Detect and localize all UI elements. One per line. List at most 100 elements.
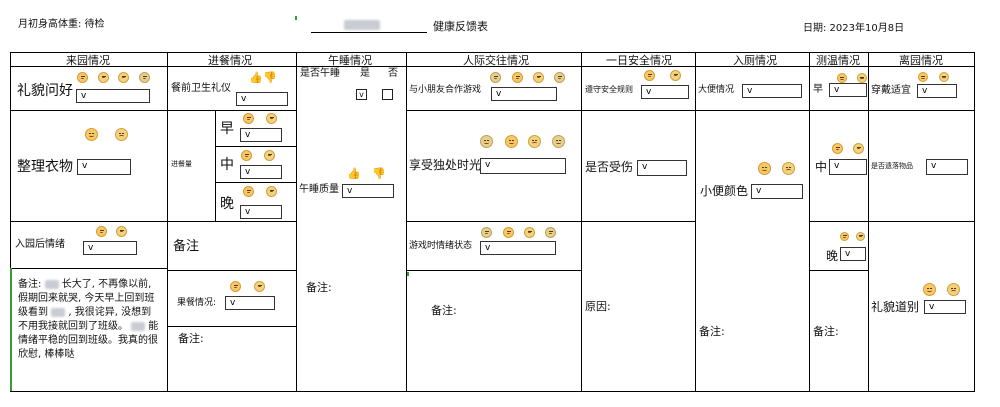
smile-icon <box>230 281 241 292</box>
dinner-label: 晚 <box>220 196 234 212</box>
dinner-select[interactable]: v <box>240 205 282 219</box>
urine-color-label: 小便颜色 <box>700 184 749 198</box>
smile-icon <box>241 150 252 161</box>
nap-no-label: 否 <box>388 68 398 79</box>
smile-icon <box>503 227 514 238</box>
grid-v5 <box>695 52 696 392</box>
smile-icon <box>923 283 936 296</box>
breakfast-select[interactable]: v <box>240 128 282 142</box>
sad-face-icon <box>853 143 864 154</box>
lunch-label: 中 <box>220 157 234 173</box>
mood-label: 入园后情绪 <box>15 239 65 250</box>
belongings-select[interactable]: v <box>926 159 968 175</box>
sad-face-icon <box>115 128 128 141</box>
grid-bottom <box>10 391 974 392</box>
sad-face-icon <box>116 226 127 237</box>
breakfast-label: 早 <box>220 121 234 137</box>
nap-note-label: 备注: <box>306 281 332 294</box>
green-mark <box>295 16 297 20</box>
weight-status: 月初身高体重: 待检 <box>18 19 105 30</box>
grid-v2 <box>296 52 297 392</box>
green-left-bar <box>10 268 12 391</box>
alone-select[interactable]: v <box>480 158 566 174</box>
injury-reason-label: 原因: <box>585 300 611 313</box>
injured-select[interactable]: v <box>637 160 687 176</box>
laugh-face-icon <box>481 227 492 238</box>
belongings-label: 是否遗落物品 <box>871 162 913 170</box>
grid-header-bottom <box>10 66 974 67</box>
game-mood-label: 游戏时情绪状态 <box>409 241 473 251</box>
sad-face-icon <box>947 283 960 296</box>
social-note-label: 备注: <box>431 304 457 317</box>
dress-select[interactable]: v <box>917 84 957 98</box>
temp-morning-select[interactable]: v <box>829 83 867 97</box>
sad-face-icon <box>857 73 867 83</box>
neutral-face-icon <box>98 72 109 83</box>
redacted-name <box>44 279 59 289</box>
smile-icon <box>918 72 928 82</box>
sad-face-icon <box>528 135 541 148</box>
goodbye-label: 礼貌道别 <box>871 300 920 314</box>
injured-label: 是否受伤 <box>585 160 634 174</box>
stool-select[interactable]: v <box>742 84 802 98</box>
tidy-select[interactable]: v <box>77 159 131 175</box>
smile-icon <box>832 143 843 154</box>
grid-v3 <box>406 52 407 392</box>
smile-icon <box>243 113 254 124</box>
temp-evening-select[interactable]: v <box>840 247 866 261</box>
cry-face-icon <box>139 72 150 83</box>
smile-icon <box>505 135 518 148</box>
temp-noon-select[interactable]: v <box>829 159 867 175</box>
game-mood-select[interactable]: v <box>480 241 556 255</box>
sad-face-icon <box>533 72 544 83</box>
smile-icon <box>512 72 523 83</box>
safety-rules-select[interactable]: v <box>641 85 689 99</box>
child-name-redacted <box>344 20 380 30</box>
col-header-nap: 午睡情况 <box>328 54 372 67</box>
temp-evening-label: 晚 <box>826 249 839 263</box>
redacted-name <box>51 307 66 317</box>
cooperate-label: 与小朋友合作游戏 <box>409 85 482 95</box>
stool-label: 大便情况 <box>698 85 735 95</box>
smile-icon <box>840 232 849 241</box>
col-header-safety: 一日安全情况 <box>606 54 672 67</box>
temp-morning-label: 早 <box>813 84 823 95</box>
smile-icon <box>96 226 107 237</box>
politeness-select[interactable]: v <box>76 89 150 103</box>
sad-face-icon <box>939 72 949 82</box>
safety-rules-label: 遵守安全规则 <box>585 85 633 94</box>
tidy-label: 整理衣物 <box>17 159 73 175</box>
lunch-select[interactable]: v <box>240 165 282 179</box>
nap-no-checkbox[interactable] <box>382 89 393 100</box>
nap-question-label: 是否午睡 <box>300 68 340 79</box>
meal-amount-label: 进餐量 <box>171 160 192 168</box>
grid-v4 <box>581 52 582 392</box>
fruit-select[interactable]: v <box>225 296 275 310</box>
green-mark <box>407 272 409 276</box>
smile-icon <box>243 186 254 197</box>
urine-color-select[interactable]: v <box>751 184 803 199</box>
col-header-temp: 测温情况 <box>816 54 860 67</box>
child-name-underline <box>311 32 427 33</box>
nap-yes-checkbox[interactable]: v <box>356 89 367 100</box>
date-label: 日期: 2023年10月8日 <box>803 23 905 34</box>
hygiene-select[interactable]: v <box>236 92 288 106</box>
grid-v7 <box>868 52 869 392</box>
col-header-toilet: 入厕情况 <box>733 54 777 67</box>
alone-label: 享受独处时光 <box>409 158 482 172</box>
cooperate-select[interactable]: v <box>491 87 557 101</box>
toilet-note-label: 备注: <box>699 325 725 338</box>
cry-face-icon <box>545 227 556 238</box>
mood-select[interactable]: v <box>83 241 137 255</box>
goodbye-select[interactable]: v <box>924 300 966 314</box>
fruit-label: 果餐情况: <box>177 298 217 308</box>
smile-icon <box>644 70 655 81</box>
nap-quality-select[interactable]: v <box>342 184 394 198</box>
nap-quality-label: 午睡质量 <box>299 184 339 195</box>
thumbs-down-icon: 👎 <box>263 71 277 84</box>
hygiene-label: 餐前卫生礼仪 <box>171 83 231 94</box>
col-header-leave: 离园情况 <box>899 54 943 67</box>
thumbs-up-icon: 👍 <box>347 167 361 180</box>
laugh-face-icon <box>490 72 501 83</box>
sad-face-icon <box>266 186 277 197</box>
